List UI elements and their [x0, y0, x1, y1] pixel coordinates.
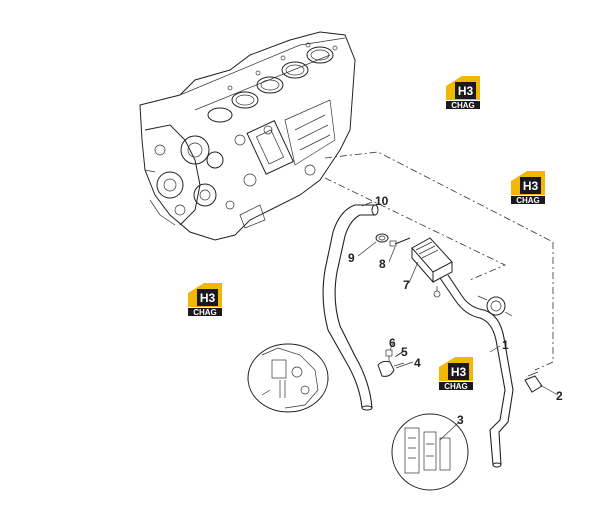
svg-text:CHAG: CHAG — [193, 308, 217, 317]
callout-5: 5 — [401, 345, 408, 359]
callout-9: 9 — [348, 251, 355, 265]
detail-view-left — [247, 343, 329, 413]
svg-text:CHAG: CHAG — [451, 101, 475, 110]
oil-separator — [411, 237, 453, 298]
callout-8: 8 — [379, 257, 386, 271]
guide-lines — [324, 151, 554, 371]
svg-text:H3: H3 — [451, 365, 467, 379]
callout-7: 7 — [403, 278, 410, 292]
callout-10: 10 — [375, 194, 389, 208]
small-parts — [375, 233, 543, 393]
svg-text:CHAG: CHAG — [444, 382, 468, 391]
callout-4: 4 — [414, 356, 421, 370]
callout-2: 2 — [556, 389, 563, 403]
callout-6: 6 — [389, 336, 396, 350]
svg-text:H3: H3 — [200, 291, 216, 305]
engine-block — [139, 31, 356, 241]
svg-text:CHAG: CHAG — [516, 196, 540, 205]
svg-text:H3: H3 — [458, 84, 474, 98]
callout-3: 3 — [457, 413, 464, 427]
detail-view-bottom — [391, 413, 469, 491]
svg-text:H3: H3 — [523, 179, 539, 193]
breather-hose — [322, 204, 379, 411]
callout-labels: 10 9 8 7 1 2 3 4 5 6 — [348, 194, 563, 427]
outlet-pipe — [439, 274, 514, 468]
callout-1: 1 — [502, 338, 509, 352]
leader-lines — [357, 201, 559, 441]
